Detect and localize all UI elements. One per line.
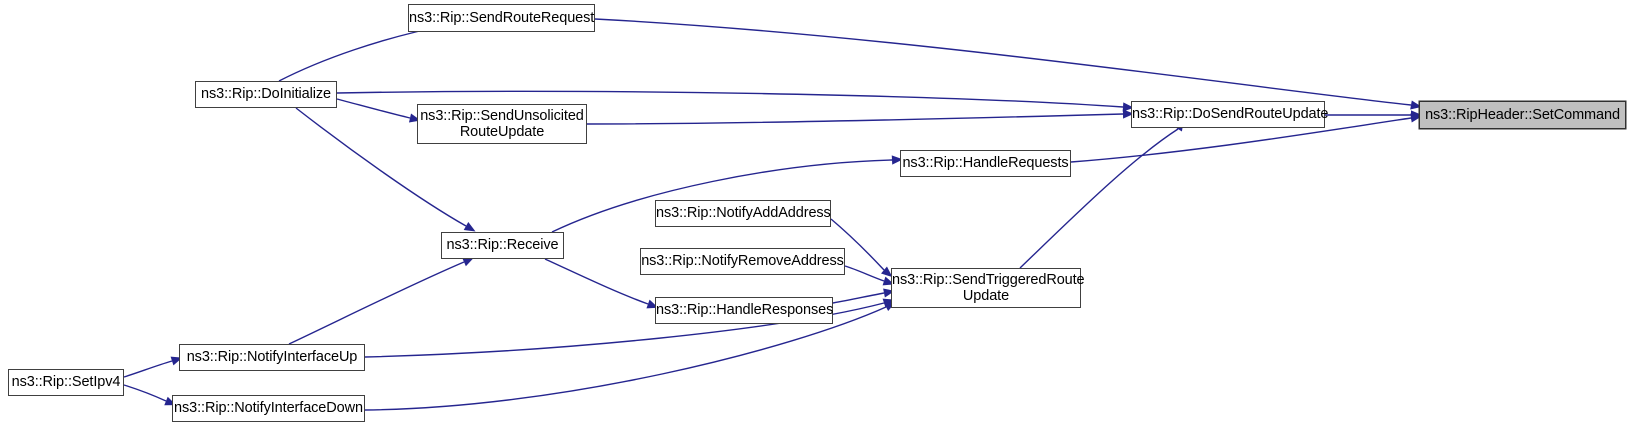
edge-handleresponses-to-sendtriggered xyxy=(832,288,895,304)
node-receive[interactable]: ns3::Rip::Receive xyxy=(441,232,564,259)
node-label: ns3::Rip::Receive xyxy=(446,237,559,254)
node-label: ns3::Rip::SendTriggeredRoute Update xyxy=(892,271,1085,304)
node-label: ns3::Rip::SetIpv4 xyxy=(11,374,121,391)
node-handlerequests[interactable]: ns3::Rip::HandleRequests xyxy=(900,150,1071,177)
node-label: ns3::Rip::SendUnsolicited RouteUpdate xyxy=(420,107,584,140)
node-notifyifacedown[interactable]: ns3::Rip::NotifyInterfaceDown xyxy=(172,395,365,422)
node-label: ns3::Rip::DoInitialize xyxy=(201,86,331,103)
edge-notifyremoveaddr-to-sendtriggered xyxy=(844,265,895,286)
node-label: ns3::Rip::NotifyRemoveAddress xyxy=(641,253,844,270)
node-doinitialize[interactable]: ns3::Rip::DoInitialize xyxy=(195,81,337,108)
node-notifyremoveaddr[interactable]: ns3::Rip::NotifyRemoveAddress xyxy=(640,248,845,275)
node-sendunsolicited[interactable]: ns3::Rip::SendUnsolicited RouteUpdate xyxy=(417,104,587,144)
edge-dosendrouteupdate-to-setcommand xyxy=(1325,110,1422,120)
node-handleresponses[interactable]: ns3::Rip::HandleResponses xyxy=(655,297,833,324)
edge-sendunsolicited-to-dosendrouteupdate xyxy=(586,109,1134,125)
node-label: ns3::Rip::NotifyAddAddress xyxy=(656,205,831,222)
edge-notifyinterfaceup-to-receive xyxy=(288,257,475,345)
node-label: ns3::Rip::NotifyInterfaceUp xyxy=(186,349,358,366)
node-label: ns3::Rip::HandleResponses xyxy=(656,302,834,319)
edge-doinitialize-to-sendunsolicited xyxy=(336,98,421,123)
node-label: ns3::Rip::SendRouteRequest xyxy=(409,9,595,26)
edge-setipv4-to-notifyifacedown xyxy=(123,384,177,406)
node-notifyinterfaceup[interactable]: ns3::Rip::NotifyInterfaceUp xyxy=(179,344,365,371)
node-setipv4[interactable]: ns3::Rip::SetIpv4 xyxy=(8,369,124,396)
node-label: ns3::Rip::NotifyInterfaceDown xyxy=(174,400,363,417)
node-sendrouterequest[interactable]: ns3::Rip::SendRouteRequest xyxy=(408,4,595,32)
node-dosendrouteupdate[interactable]: ns3::Rip::DoSendRouteUpdate xyxy=(1131,101,1329,128)
node-setcommand[interactable]: ns3::RipHeader::SetCommand xyxy=(1419,101,1626,129)
node-label: ns3::Rip::DoSendRouteUpdate xyxy=(1132,106,1329,123)
node-label: ns3::Rip::HandleRequests xyxy=(902,155,1069,172)
node-sendtriggered[interactable]: ns3::Rip::SendTriggeredRoute Update xyxy=(891,268,1085,308)
node-label: ns3::RipHeader::SetCommand xyxy=(1425,106,1620,123)
edge-sendrouterequest-to-setcommand xyxy=(594,18,1422,110)
edge-sendtriggered-to-dosendrouteupdate xyxy=(1019,119,1184,269)
edge-setipv4-to-notifyinterfaceup xyxy=(123,356,183,378)
node-notifyaddaddress[interactable]: ns3::Rip::NotifyAddAddress xyxy=(655,200,831,227)
